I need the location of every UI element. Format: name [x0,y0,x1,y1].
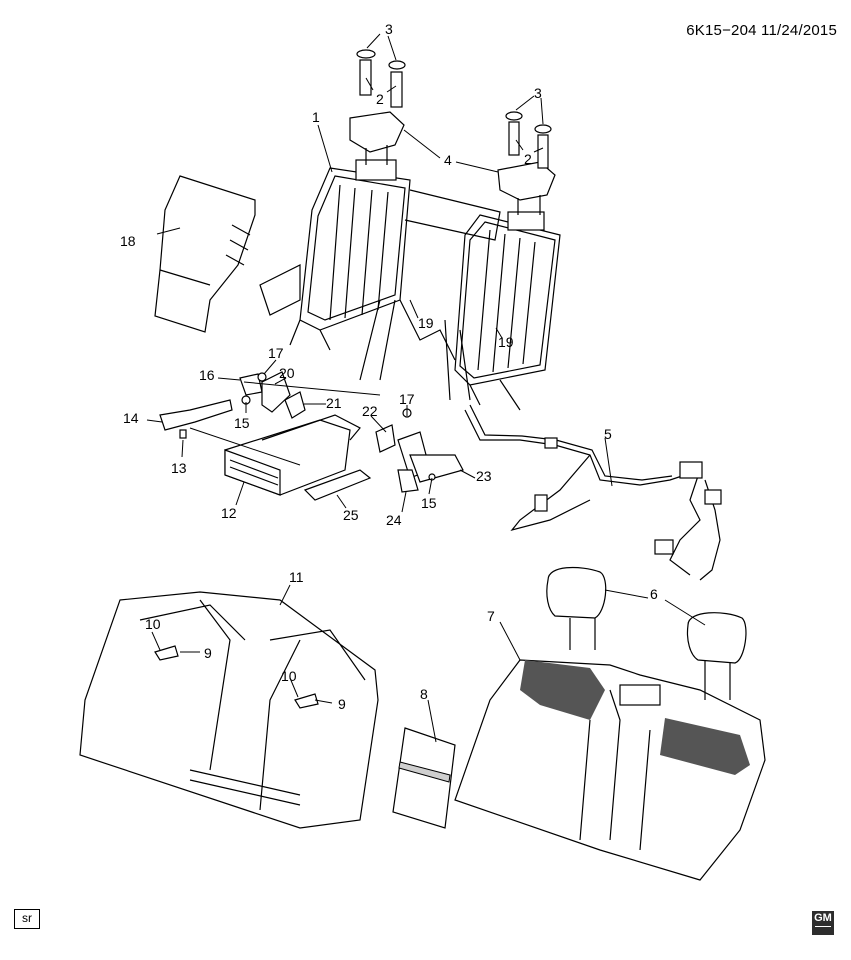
gm-logo: GM [812,911,834,935]
callout-5: 5 [604,426,612,442]
callout-9a: 9 [204,645,212,661]
callout-20: 20 [279,365,295,381]
part-14-bracket [159,399,233,431]
callout-18: 18 [120,233,136,249]
callout-6: 6 [650,586,658,602]
callout-24: 24 [386,512,402,528]
callout-2b: 2 [524,151,532,167]
callout-23: 23 [476,468,492,484]
sr-label-box: sr [14,909,40,929]
gm-logo-text: GM [814,912,832,924]
part-8-filler-panel [392,727,456,829]
callout-25: 25 [343,507,359,523]
callout-15b: 15 [421,495,437,511]
callout-7: 7 [487,608,495,624]
callout-8: 8 [420,686,428,702]
hinge-components-left [179,371,306,439]
hinge-components-right [375,408,464,493]
callout-19b: 19 [498,334,514,350]
callout-3a: 3 [385,21,393,37]
leader-lines [146,33,706,743]
part-7-seat-back-pad [454,659,766,881]
callout-11: 11 [289,569,304,585]
callout-2a: 2 [376,91,384,107]
callout-4: 4 [444,152,452,168]
callout-19a: 19 [418,315,434,331]
callout-13: 13 [171,460,187,476]
callout-12: 12 [221,505,237,521]
part-6-headrests [546,566,747,700]
callout-17b: 17 [399,391,415,407]
callout-3b: 3 [534,85,542,101]
callout-10b: 10 [281,668,297,684]
callout-22: 22 [362,403,378,419]
callout-14: 14 [123,410,139,426]
part-5-wiring-harness [464,404,722,581]
callout-1: 1 [312,109,320,125]
callout-16: 16 [199,367,215,383]
callout-9b: 9 [338,696,346,712]
part-2-3-guide-pins [356,49,552,169]
diagram-id-date: 6K15−204 11/24/2015 [686,22,837,39]
part-11-seat-back-cover [79,591,379,829]
callout-15a: 15 [234,415,250,431]
part-25-trim [303,469,372,501]
callout-17a: 17 [268,345,284,361]
callout-10a: 10 [145,616,161,632]
callout-21: 21 [326,395,342,411]
part-12-armrest-assembly [224,414,361,496]
part-18-back-panel [154,175,256,333]
